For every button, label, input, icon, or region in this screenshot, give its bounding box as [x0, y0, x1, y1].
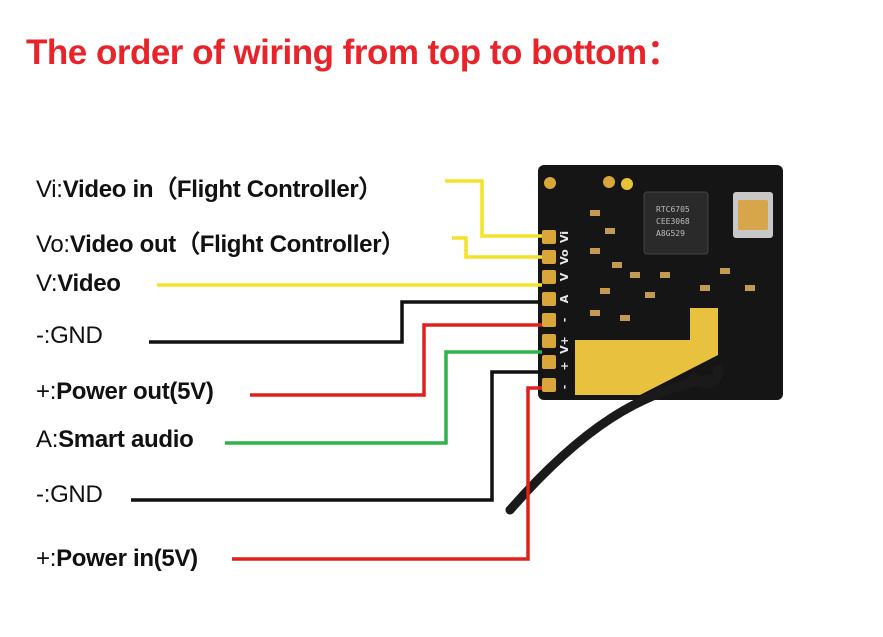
pin-name: Power in(5V) [56, 545, 198, 572]
wire-video-in [445, 179, 542, 238]
wire-gnd-2 [131, 370, 542, 502]
pin-abbr: V: [36, 270, 58, 297]
pin-note: （Flight Controller） [153, 176, 383, 203]
label-smart-audio: A:Smart audio [36, 426, 194, 454]
pin-name: GND [50, 322, 103, 349]
pin-note: （Flight Controller） [176, 231, 405, 258]
label-gnd-2: -:GND [36, 481, 103, 509]
chip-line-1: RTC6705 [656, 205, 690, 214]
pin-abbr: +: [36, 545, 57, 572]
pin-pads [542, 176, 633, 392]
svg-text:+: + [558, 361, 571, 370]
pin-abbr: -: [36, 481, 51, 508]
pin-name: Video [57, 270, 121, 297]
svg-text:Vi: Vi [558, 231, 571, 243]
label-power-out: +:Power out(5V) [36, 378, 214, 406]
pin-name: Smart audio [58, 426, 194, 453]
antenna-cable [505, 373, 720, 515]
silk-labels: Vi Vo V A - V+ + - [558, 231, 571, 389]
chip-line-3: A8G529 [656, 229, 685, 238]
svg-text:-: - [558, 318, 571, 323]
crystal-top [738, 200, 768, 230]
smd-components [590, 210, 755, 321]
ground-plane [575, 308, 718, 395]
vtx-board: RTC6705 CEE3068 A8G529 Vi Vo V A [538, 165, 783, 400]
pin-name: Power out(5V) [56, 378, 214, 405]
svg-text:V: V [558, 272, 571, 281]
svg-text:Vo: Vo [558, 249, 571, 265]
label-video-in: Vi:Video in（Flight Controller） [36, 169, 382, 204]
label-power-in: +:Power in(5V) [36, 545, 198, 573]
chip-line-2: CEE3068 [656, 217, 690, 226]
svg-text:-: - [558, 385, 571, 390]
rf-chip [643, 191, 709, 255]
wire-power-out [250, 323, 542, 397]
pin-abbr: A: [36, 426, 59, 453]
svg-text:A: A [558, 294, 571, 303]
wires [131, 179, 542, 561]
label-video: V:Video [36, 270, 121, 298]
wire-smart-audio [225, 350, 542, 445]
wire-gnd-1 [149, 300, 542, 344]
pin-name: Video in [62, 176, 154, 203]
svg-text:V+: V+ [558, 336, 571, 354]
label-video-out: Vo:Video out（Flight Controller） [36, 224, 405, 259]
wire-power-in [232, 386, 542, 561]
wire-video-out [452, 236, 542, 259]
pin-abbr: Vi: [36, 176, 63, 203]
page-title: The order of wiring from top to bottom： [26, 33, 682, 72]
pin-abbr: Vo: [36, 231, 70, 258]
cable-junction [686, 364, 724, 389]
label-gnd-1: -:GND [36, 322, 103, 350]
pin-abbr: -: [36, 322, 51, 349]
pin-abbr: +: [36, 378, 57, 405]
pin-name: GND [50, 481, 103, 508]
pin-name: Video out [69, 231, 177, 258]
